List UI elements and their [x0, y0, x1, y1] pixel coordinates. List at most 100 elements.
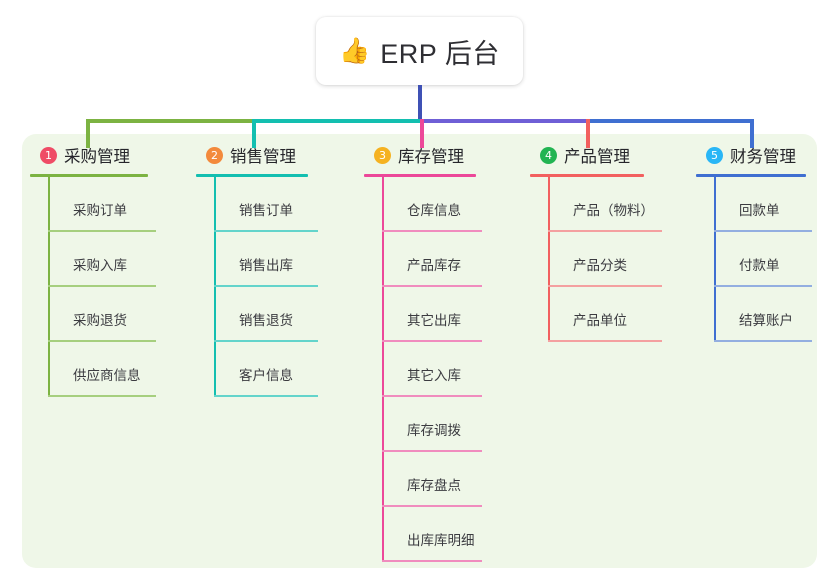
branch-title: 产品管理: [564, 148, 630, 166]
branch-child-item[interactable]: 销售出库: [214, 232, 318, 287]
branch-underline: [30, 174, 148, 177]
root-node[interactable]: 👍 ERP 后台: [316, 17, 523, 85]
branch-child-item[interactable]: 结算账户: [714, 287, 812, 342]
child-label: 采购退货: [73, 313, 127, 328]
branch-child-item[interactable]: 回款单: [714, 177, 812, 232]
child-label: 回款单: [739, 203, 780, 218]
branch-child-item[interactable]: 供应商信息: [48, 342, 156, 397]
branch-child-item[interactable]: 产品单位: [548, 287, 662, 342]
branch-child-item[interactable]: 库存调拨: [382, 397, 482, 452]
child-spine: [382, 452, 384, 507]
child-label: 出库库明细: [407, 533, 475, 548]
branch-child-item[interactable]: 库存盘点: [382, 452, 482, 507]
connector-drop-sales: [252, 119, 256, 148]
child-label: 库存调拨: [407, 423, 461, 438]
child-underline: [48, 340, 156, 342]
branch-header[interactable]: 4 产品管理: [530, 142, 644, 168]
branch-child-item[interactable]: 客户信息: [214, 342, 318, 397]
branch-child-item[interactable]: 其它出库: [382, 287, 482, 342]
connector-drop-purchase: [86, 119, 90, 148]
connector-drop-product: [586, 119, 590, 148]
child-underline: [714, 230, 812, 232]
branch-child-item[interactable]: 产品（物料）: [548, 177, 662, 232]
child-underline: [382, 450, 482, 452]
branch-child-item[interactable]: 出库库明细: [382, 507, 482, 562]
branch-child-item[interactable]: 销售退货: [214, 287, 318, 342]
child-spine: [214, 342, 216, 397]
child-label: 产品库存: [407, 258, 461, 273]
branch-number-badge: 3: [374, 146, 391, 164]
child-spine: [714, 287, 716, 342]
child-label: 产品单位: [573, 313, 627, 328]
child-label: 库存盘点: [407, 478, 461, 493]
child-underline: [548, 285, 662, 287]
branch-children: 采购订单采购入库采购退货供应商信息: [48, 177, 156, 397]
child-spine: [214, 232, 216, 287]
branch-children: 产品（物料） 产品分类产品单位: [548, 177, 662, 342]
branch-column-5[interactable]: 5 财务管理回款单付款单结算账户: [696, 142, 812, 342]
branch-column-3[interactable]: 3 库存管理仓库信息产品库存其它出库其它入库库存调拨库存盘点出库库明细: [364, 142, 482, 562]
branch-number-badge: 4: [540, 146, 557, 164]
branch-underline: [530, 174, 644, 177]
child-underline: [548, 230, 662, 232]
child-underline: [382, 285, 482, 287]
branch-child-item[interactable]: 其它入库: [382, 342, 482, 397]
child-spine: [214, 177, 216, 232]
branch-child-item[interactable]: 仓库信息: [382, 177, 482, 232]
branch-number-badge: 1: [40, 146, 57, 164]
child-label: 其它入库: [407, 368, 461, 383]
child-label: 供应商信息: [73, 368, 141, 383]
branch-child-item[interactable]: 产品分类: [548, 232, 662, 287]
child-label: 付款单: [739, 258, 780, 273]
branch-title: 销售管理: [230, 148, 296, 166]
child-label: 销售订单: [239, 203, 293, 218]
branch-number-badge: 5: [706, 146, 723, 164]
child-label: 其它出库: [407, 313, 461, 328]
branch-header[interactable]: 1 采购管理: [30, 142, 148, 168]
branch-column-1[interactable]: 1 采购管理采购订单采购入库采购退货供应商信息: [30, 142, 156, 397]
child-label: 采购入库: [73, 258, 127, 273]
connector-bar-green: [86, 119, 254, 123]
child-underline: [214, 285, 318, 287]
child-spine: [548, 287, 550, 342]
branch-child-item[interactable]: 采购入库: [48, 232, 156, 287]
branch-child-item[interactable]: 付款单: [714, 232, 812, 287]
branch-child-item[interactable]: 销售订单: [214, 177, 318, 232]
child-underline: [382, 230, 482, 232]
child-underline: [48, 285, 156, 287]
child-underline: [382, 505, 482, 507]
thumbs-up-icon: 👍: [339, 36, 371, 65]
root-title: ERP 后台: [380, 38, 500, 69]
child-label: 销售出库: [239, 258, 293, 273]
child-label: 销售退货: [239, 313, 293, 328]
child-spine: [714, 177, 716, 232]
branch-child-item[interactable]: 采购退货: [48, 287, 156, 342]
connector-bar-teal: [252, 119, 422, 123]
branch-children: 回款单付款单结算账户: [714, 177, 812, 342]
branch-title: 库存管理: [398, 148, 464, 166]
child-underline: [714, 285, 812, 287]
child-spine: [548, 232, 550, 287]
child-spine: [48, 232, 50, 287]
connector-bar-purple: [420, 119, 588, 123]
branch-header[interactable]: 3 库存管理: [364, 142, 476, 168]
child-spine: [382, 232, 384, 287]
child-label: 采购订单: [73, 203, 127, 218]
branch-header[interactable]: 5 财务管理: [696, 142, 806, 168]
branch-title: 采购管理: [64, 148, 130, 166]
branch-children: 销售订单销售出库销售退货客户信息: [214, 177, 318, 397]
branch-column-4[interactable]: 4 产品管理产品（物料） 产品分类产品单位: [530, 142, 662, 342]
child-underline: [382, 340, 482, 342]
child-spine: [382, 507, 384, 562]
branch-title: 财务管理: [730, 148, 796, 166]
child-underline: [48, 230, 156, 232]
branch-child-item[interactable]: 产品库存: [382, 232, 482, 287]
branch-child-item[interactable]: 采购订单: [48, 177, 156, 232]
child-spine: [382, 177, 384, 232]
child-label: 产品分类: [573, 258, 627, 273]
child-underline: [48, 395, 156, 397]
child-underline: [548, 340, 662, 342]
